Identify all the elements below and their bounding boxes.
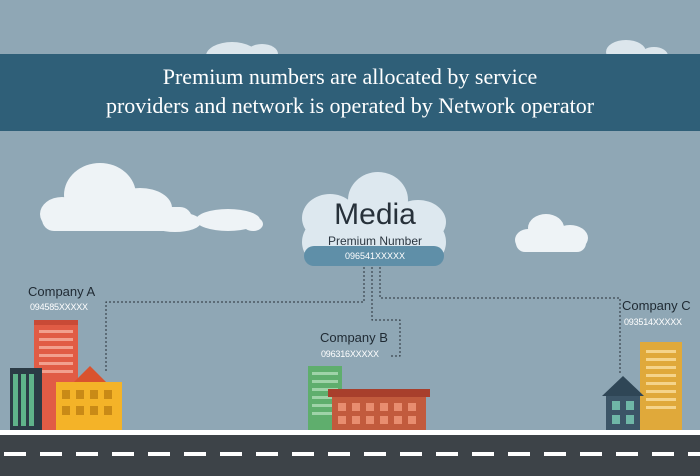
header-banner	[0, 54, 700, 131]
cloud-left	[40, 163, 263, 232]
company-c-name: Company C	[622, 298, 691, 313]
connector-lines	[105, 267, 621, 375]
company-a-number: 094585XXXXX	[30, 302, 88, 312]
connector-company-b	[371, 267, 401, 357]
road	[0, 430, 700, 476]
cloud-right	[515, 214, 588, 252]
company-b-name: Company B	[320, 330, 388, 345]
connector-company-c	[379, 267, 621, 375]
company-a-name: Company A	[28, 284, 96, 299]
header-text: Premium numbers are allocated by service…	[0, 62, 700, 120]
media-number: 096541XXXXX	[344, 251, 406, 261]
media-cloud	[302, 172, 446, 266]
connector-company-a	[105, 267, 365, 372]
buildings-company-b	[308, 366, 430, 430]
header-line-2: providers and network is operated by Net…	[105, 93, 595, 118]
company-c-number: 093514XXXXX	[624, 317, 682, 327]
media-subtitle: Premium Number	[327, 234, 423, 248]
buildings-company-a	[10, 320, 122, 430]
company-b-number: 096316XXXXX	[321, 349, 379, 359]
media-title: Media	[334, 198, 416, 231]
header-line-1: Premium numbers are allocated by service	[162, 64, 538, 89]
buildings-company-c	[602, 342, 682, 430]
